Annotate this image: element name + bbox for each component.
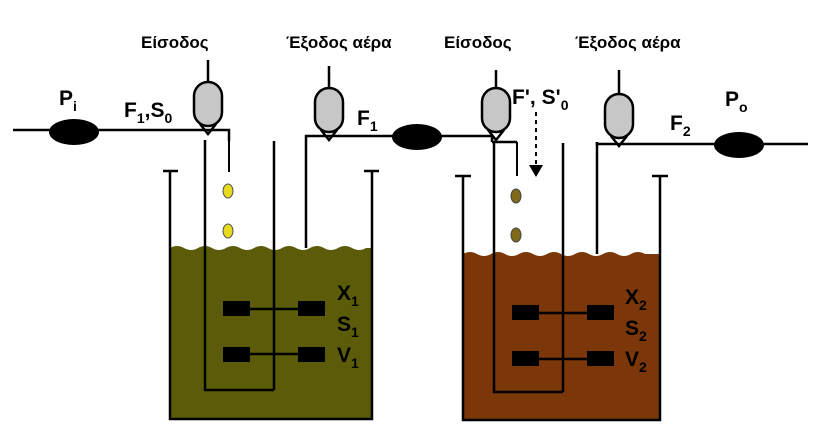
feed-1-label: F1,S0: [124, 99, 172, 126]
tank-2-impeller-blade: [587, 351, 614, 366]
air-valve-1-body: [313, 86, 345, 134]
feed-2-label: F',S'0: [512, 86, 569, 113]
pump-intermediate: [392, 124, 442, 150]
flow-1-label: F1: [357, 107, 378, 134]
tank-2-bubble: [510, 188, 522, 204]
tank-2-s-label: S2: [625, 317, 647, 344]
tank-2-bubble: [510, 227, 522, 243]
pump-out: [714, 132, 764, 158]
inlet-2-label: Είσοδος: [444, 33, 512, 52]
pump-in-label: Pi: [59, 87, 77, 114]
tank-1-bubble: [222, 183, 234, 199]
tank-1-x-label: X1: [337, 282, 359, 309]
tank-1-impeller-blade: [223, 347, 250, 362]
pipe-tank2-out: [595, 142, 808, 146]
inlet-valve-2-body: [480, 86, 512, 134]
inlet-valve-1-neck: [199, 123, 217, 137]
tank-2-feed-arrow-head: [529, 165, 543, 177]
air-valve-2-body: [603, 92, 635, 140]
air-valve-1-neck: [320, 129, 338, 143]
inlet-valve-1: [192, 60, 224, 137]
tank-2-x-label: X2: [625, 286, 647, 313]
tank-2-feed-tube: [492, 142, 563, 394]
tank-2: [455, 112, 668, 422]
tank-1-wall: [168, 171, 374, 421]
tank-1: [163, 140, 379, 421]
tank-2-wall: [461, 176, 662, 422]
pump-out-label: Po: [725, 88, 748, 115]
inlet-1-label: Είσοδος: [141, 33, 209, 52]
air-valve-2: [603, 70, 635, 149]
tank-2-impeller-blade: [587, 305, 614, 320]
air-outlet-1-label: Έξοδος αέρα: [286, 33, 392, 52]
tank-1-liquid: [170, 246, 372, 419]
air-outlet-2-label: Έξοδος αέρα: [575, 33, 681, 52]
inlet-valve-1-body: [192, 80, 224, 128]
tank-1-impeller-blade: [223, 301, 250, 316]
tank-2-impeller-blade: [512, 305, 539, 320]
valves: [192, 60, 635, 149]
tank-1-impeller-blade: [298, 301, 325, 316]
tank-2-v-label: V2: [625, 348, 647, 375]
inlet-valve-2-neck: [487, 129, 505, 143]
tank-1-bubble: [222, 223, 234, 239]
tank-1-feed-tube: [203, 140, 274, 392]
tank-1-impeller-blade: [298, 347, 325, 362]
tank-2-impeller-blade: [512, 351, 539, 366]
flow-2-label: F2: [670, 112, 691, 139]
tank-1-v-label: V1: [337, 344, 359, 371]
pipe-inlet-1-to-tube: [205, 128, 231, 141]
inlet-valve-2: [480, 70, 512, 143]
pump-in: [49, 119, 99, 145]
tank-1-s-label: S1: [337, 313, 359, 340]
tank-2-liquid: [463, 252, 660, 420]
air-valve-2-neck: [610, 135, 628, 149]
air-valve-1: [313, 66, 345, 143]
